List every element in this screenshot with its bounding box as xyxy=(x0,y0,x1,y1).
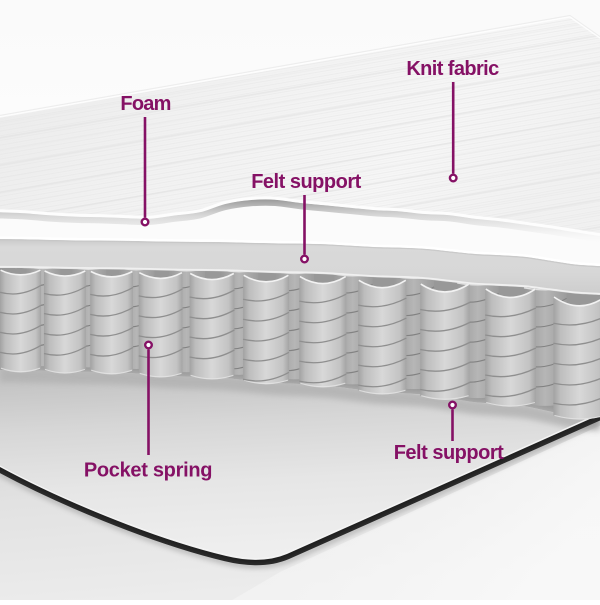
svg-text:Felt support: Felt support xyxy=(251,171,361,193)
svg-text:Foam: Foam xyxy=(120,93,170,115)
svg-text:Knit fabric: Knit fabric xyxy=(406,58,499,80)
svg-text:Felt support: Felt support xyxy=(394,442,504,464)
svg-text:Pocket spring: Pocket spring xyxy=(84,460,212,482)
